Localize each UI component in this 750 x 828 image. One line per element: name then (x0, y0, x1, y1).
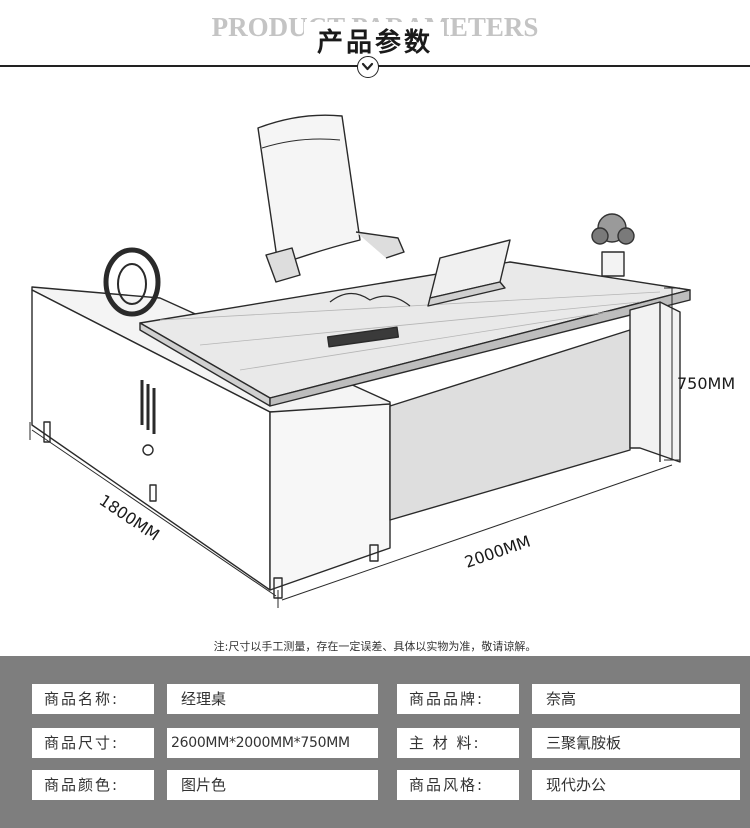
measurement-note: 注:尺寸以手工测量，存在一定误差、具体以实物为准，敬请谅解。 (213, 640, 537, 653)
param-label-brand: 商品品牌: (397, 684, 519, 714)
param-label-material: 主 材 料: (397, 728, 519, 758)
height-dimension-label: 750MM (677, 374, 735, 393)
office-chair (257, 114, 405, 283)
param-label-name: 商品名称: (32, 684, 154, 714)
width-dimension-label: 2000MM (462, 532, 533, 572)
desk-illustration: 750MM 1800MM 2000MM (29, 114, 735, 608)
param-value-brand: 奈高 (532, 684, 740, 714)
param-value-size: 2600MM*2000MM*750MM (167, 728, 378, 758)
ring-sculpture (103, 247, 161, 317)
desk-base (389, 301, 681, 521)
param-label-style: 商品风格: (397, 770, 519, 800)
param-value-name: 经理桌 (167, 684, 378, 714)
width-dimension-line (281, 464, 673, 601)
headphones (329, 292, 411, 307)
chevron-down-icon (361, 62, 374, 71)
param-label-color: 商品颜色: (32, 770, 154, 800)
parameter-table: 商品名称: 经理桌 商品品牌: 奈高 商品尺寸: 2600MM*2000MM*7… (0, 656, 750, 828)
param-value-style: 现代办公 (532, 770, 740, 800)
laptop (427, 239, 511, 307)
potted-plant (591, 213, 635, 277)
param-value-material: 三聚氰胺板 (532, 728, 740, 758)
depth-dimension-line (31, 429, 277, 597)
param-label-size: 商品尺寸: (32, 728, 154, 758)
header-title-cn: 产品参数 (316, 28, 433, 58)
param-value-color: 图片色 (167, 770, 378, 800)
header-title-cn-background (304, 22, 444, 60)
desk-top (139, 261, 691, 407)
chevron-down-circle-icon (357, 56, 379, 78)
section-header: PRODUCT PARAMETERS 产品参数 (0, 0, 750, 80)
